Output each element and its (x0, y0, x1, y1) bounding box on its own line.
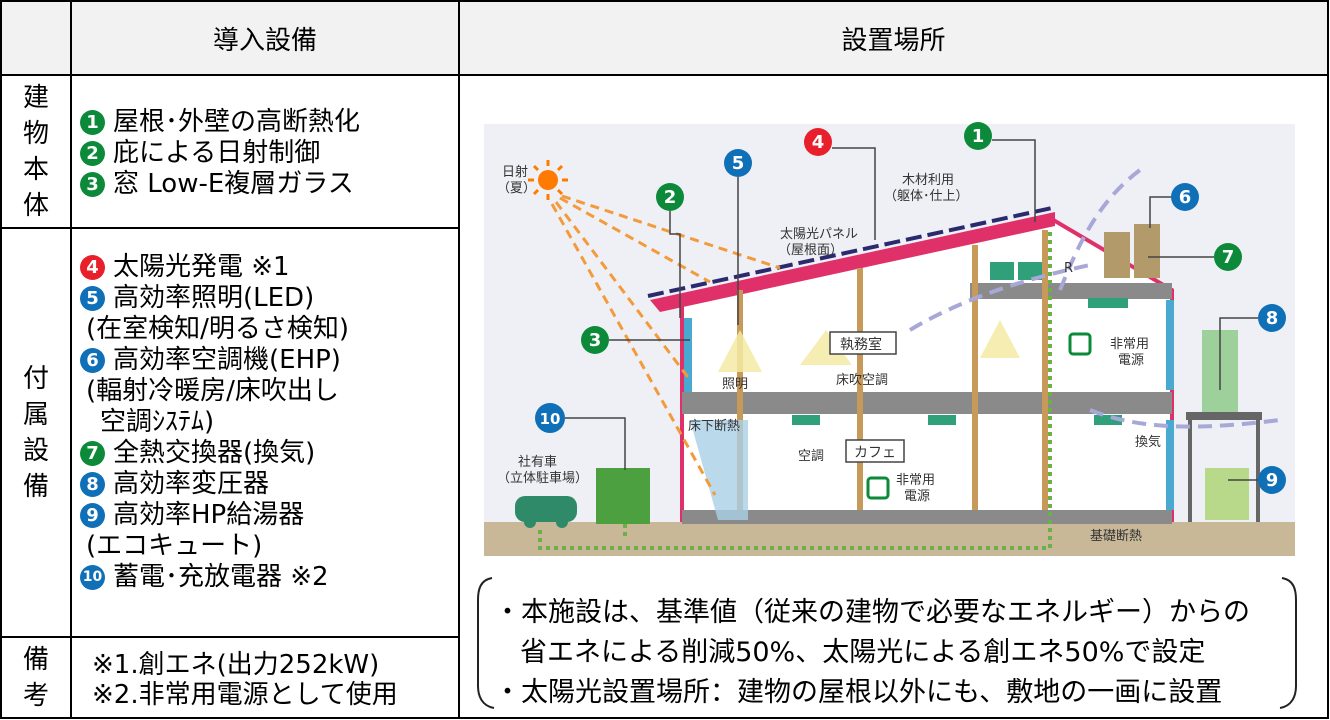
note-line-2: 省エネによる削減50%、太陽光による創エネ50%で設定 (520, 637, 1206, 668)
header-blank (0, 0, 72, 76)
number-9-icon: 9 (80, 503, 105, 528)
header-location-label: 設置場所 (841, 25, 946, 56)
label-main-body: 建 物 本 体 (0, 74, 72, 229)
note-line-3: ・太陽光設置場所：建物の屋根以外にも、敷地の一画に設置 (494, 677, 1223, 708)
number-7-icon: 7 (80, 441, 105, 466)
remark-line: ※1.創エネ(出力252kW) (92, 650, 380, 680)
number-8-icon: 8 (80, 472, 105, 497)
number-3-icon: 3 (80, 172, 105, 197)
list-item-sub: (エコキュート) (86, 531, 263, 561)
list-item-sub: (在室検知/明るさ検知) (86, 314, 350, 344)
number-6-icon: 6 (80, 348, 105, 373)
header-location: 設置場所 (458, 0, 1329, 76)
list-item-sub: 空調ｼｽﾃﾑ) (100, 407, 215, 437)
label-remarks: 備 考 (0, 636, 72, 719)
number-4-icon: 4 (80, 255, 105, 280)
note-line-1: ・本施設は、基準値（従来の建物で必要なエネルギー）からの (494, 597, 1250, 628)
header-equipment-label: 導入設備 (212, 25, 317, 56)
remark-line: ※2.非常用電源として使用 (92, 680, 398, 710)
number-2-icon: 2 (80, 141, 105, 166)
list-item-sub: (輻射冷暖房/床吹出し (86, 376, 339, 406)
label-attached: 付 属 設 備 (0, 227, 72, 638)
remarks-list: ※1.創エネ(出力252kW) ※2.非常用電源として使用 (92, 650, 398, 710)
number-10-icon: 10 (80, 565, 105, 590)
number-5-icon: 5 (80, 286, 105, 311)
cell-diagram (458, 74, 1329, 719)
number-1-icon: 1 (80, 110, 105, 135)
header-equipment: 導入設備 (70, 0, 460, 76)
